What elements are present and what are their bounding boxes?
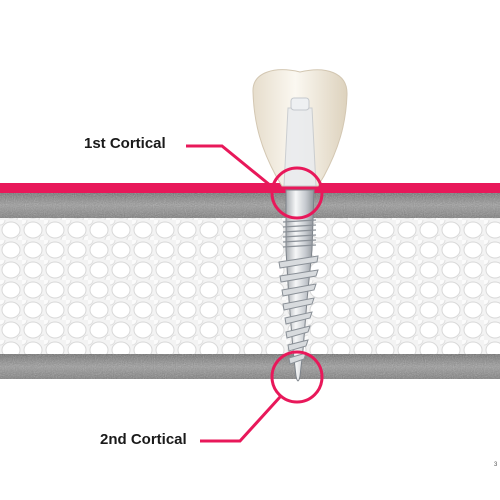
crown <box>252 69 348 187</box>
upper-cortical-plate <box>0 192 500 218</box>
lower-cortical-plate <box>0 354 500 379</box>
implant-screw <box>278 189 319 382</box>
page-number: 3 <box>494 462 498 468</box>
second-cortical-callout <box>200 350 324 443</box>
first-cortical-label: 1st Cortical <box>84 135 166 152</box>
gum-line <box>0 183 500 193</box>
second-cortical-label: 2nd Cortical <box>100 431 187 448</box>
first-cortical-callout <box>186 144 324 220</box>
cancellous-bone <box>0 216 500 356</box>
